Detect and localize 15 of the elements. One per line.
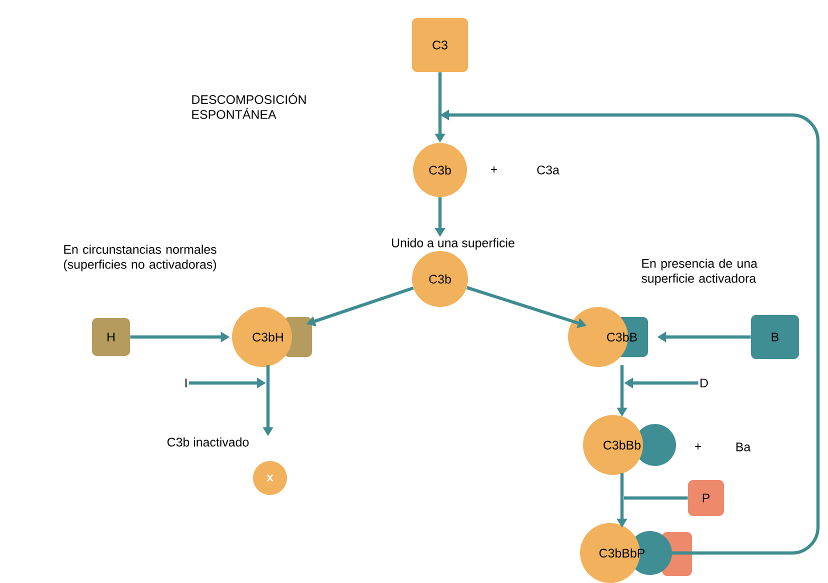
factor-label: D bbox=[700, 378, 708, 388]
protein-box: C3 bbox=[412, 18, 468, 72]
annotation-text: En circunstancias normales (superficies no activadoras) bbox=[64, 244, 216, 272]
node-caption: Unido a una superficie bbox=[392, 238, 514, 250]
plus-sign: + bbox=[694, 443, 702, 450]
molecule-label: Ba bbox=[736, 442, 751, 452]
annotation-text: En presencia de una superficie activadora bbox=[642, 258, 758, 286]
molecule-label: C3a bbox=[537, 166, 560, 174]
annotation-text: DESCOMPOSICIÓN ESPONTÁNEA bbox=[192, 93, 306, 119]
factor-box: P bbox=[688, 480, 724, 516]
node-caption: C3b inactivado bbox=[167, 437, 249, 447]
factor-box: B bbox=[751, 315, 799, 359]
factor-box: H bbox=[92, 318, 130, 356]
factor-label: I bbox=[185, 378, 187, 388]
plus-sign: + bbox=[490, 166, 498, 172]
